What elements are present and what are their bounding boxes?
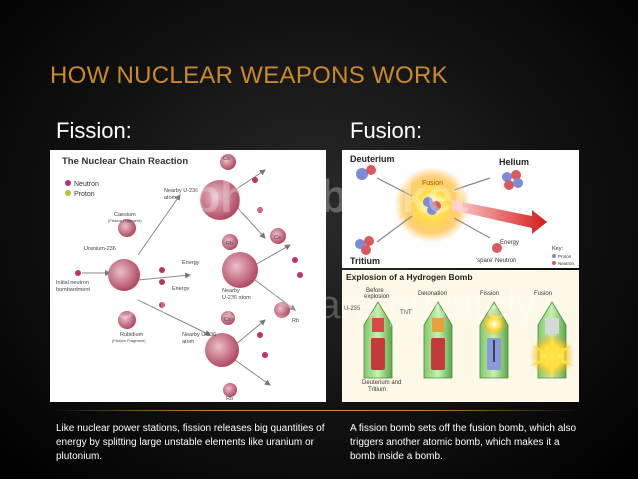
fission-heading: Fission:: [56, 118, 132, 143]
label-nearby3b: atom: [182, 339, 195, 345]
hbomb-before: Before: [366, 288, 384, 294]
hbomb-u235: U-235: [344, 306, 361, 312]
divider-line: [50, 410, 580, 411]
label-initial: Initial neutron: [56, 280, 89, 286]
label-nearby2b: U-236 atom: [222, 295, 251, 301]
helium-p1: [502, 172, 512, 182]
nucleus-top: [200, 180, 240, 220]
bomb-casings: [363, 301, 574, 380]
label-rb-bot: Rb: [226, 396, 233, 402]
chain-reaction-diagram: The Nuclear Chain Reaction Neutron Proto…: [50, 150, 326, 402]
fusion-label-helium: Helium: [499, 157, 529, 167]
fusion-arrows: [376, 177, 491, 243]
fusion-key: Key:: [552, 246, 563, 252]
label-nearby3a: Nearby U-236: [182, 332, 216, 338]
key-proton-icon: [552, 254, 556, 258]
helium-n2: [504, 180, 514, 190]
fusion-label-spare: 'spare' Neutron: [476, 258, 516, 264]
hbomb-svg: Explosion of a Hydrogen Bomb Before expl…: [344, 272, 574, 393]
hbomb-detonation: Detonation: [418, 291, 447, 297]
label-energy2: Energy: [172, 286, 190, 292]
helium-n1: [511, 170, 521, 180]
rb-top-fragment: [222, 234, 238, 250]
deuterium-neutron: [366, 165, 376, 175]
fusion-nucleus-c: [427, 205, 437, 215]
fusion-key-neutron: Neutron: [558, 261, 575, 266]
label-cesium: Caesium: [114, 212, 136, 218]
nucleus-mid: [222, 252, 258, 288]
label-cs-mid: Cs: [274, 235, 281, 241]
fusion-label-tritium: Tritium: [350, 256, 380, 266]
nucleus-bottom: [205, 333, 239, 367]
chain-title: The Nuclear Chain Reaction: [62, 156, 188, 167]
free-neutrons: [75, 177, 303, 358]
label-energy1: Energy: [182, 260, 200, 266]
rb-bot-fragment: [223, 383, 237, 397]
cesium-fragment: [118, 219, 136, 237]
hbomb-explosion: explosion: [364, 294, 389, 300]
label-cs-top: Cs: [223, 156, 230, 162]
label-nearby1b: atom: [164, 195, 177, 201]
label-rb-mid: Rb: [292, 318, 299, 324]
tritium-n1: [364, 236, 374, 246]
chain-reaction-svg: The Nuclear Chain Reaction Neutron Proto…: [56, 154, 303, 402]
cs-bot-fragment: [221, 311, 235, 325]
legend-proton: Proton: [74, 191, 95, 198]
uranium-nucleus: [108, 259, 140, 291]
label-bombardment: bombardment: [56, 287, 90, 293]
label-rubidium-sub: (Fission Fragment): [112, 338, 146, 343]
neutron-legend-icon: [65, 180, 71, 186]
deuterium-proton: [356, 168, 368, 180]
rubidium-fragment: [118, 311, 136, 329]
hbomb-diagram: Explosion of a Hydrogen Bomb Before expl…: [342, 270, 579, 402]
rb-mid-fragment: [274, 302, 290, 318]
fusion-svg: Deuterium Fusion Energy Helium: [350, 154, 575, 266]
fusion-heading: Fusion:: [350, 118, 423, 143]
reaction-arrows: [82, 169, 296, 386]
proton-legend-icon: [65, 190, 71, 196]
label-uranium: Uranium-236: [84, 246, 116, 252]
fission-description: Like nuclear power stations, fission rel…: [56, 423, 325, 462]
cs-top-fragment: [220, 154, 236, 170]
fusion-description: A fission bomb sets off the fusion bomb,…: [350, 423, 577, 462]
fusion-key-proton: Proton: [558, 254, 572, 259]
hbomb-dt1: Deuterium and: [362, 380, 401, 386]
label-cesium-sub: (Fission Fragment): [108, 218, 142, 223]
fusion-label-deuterium: Deuterium: [350, 154, 395, 164]
cs-mid-fragment: [270, 228, 286, 244]
label-nearby1a: Nearby U-236: [164, 188, 198, 194]
fusion-label-energy: Energy: [500, 240, 519, 246]
hbomb-tnt: TNT: [400, 310, 412, 316]
fusion-label-fusion: Fusion: [422, 180, 443, 187]
energy-arrow: [452, 200, 547, 234]
fusion-diagram: Deuterium Fusion Energy Helium: [342, 150, 579, 268]
key-neutron-icon: [552, 261, 556, 265]
hbomb-fission: Fission: [480, 291, 499, 297]
hbomb-fusion: Fusion: [534, 291, 552, 297]
fusion-nucleus-a: [423, 197, 433, 207]
spare-neutron: [492, 243, 502, 253]
slide-title: HOW NUCLEAR WEAPONS WORK: [50, 62, 448, 89]
label-rubidium: Rubidium: [120, 332, 144, 338]
label-nearby2a: Nearby: [222, 288, 240, 294]
tritium-n2: [361, 245, 371, 255]
helium-p2: [513, 178, 523, 188]
label-rb-top: Rb: [226, 241, 233, 247]
legend-neutron: Neutron: [74, 181, 99, 188]
hbomb-dt2: Tritium: [368, 387, 386, 393]
label-cs-bot: Cs: [224, 317, 231, 323]
hbomb-title: Explosion of a Hydrogen Bomb: [346, 272, 473, 282]
